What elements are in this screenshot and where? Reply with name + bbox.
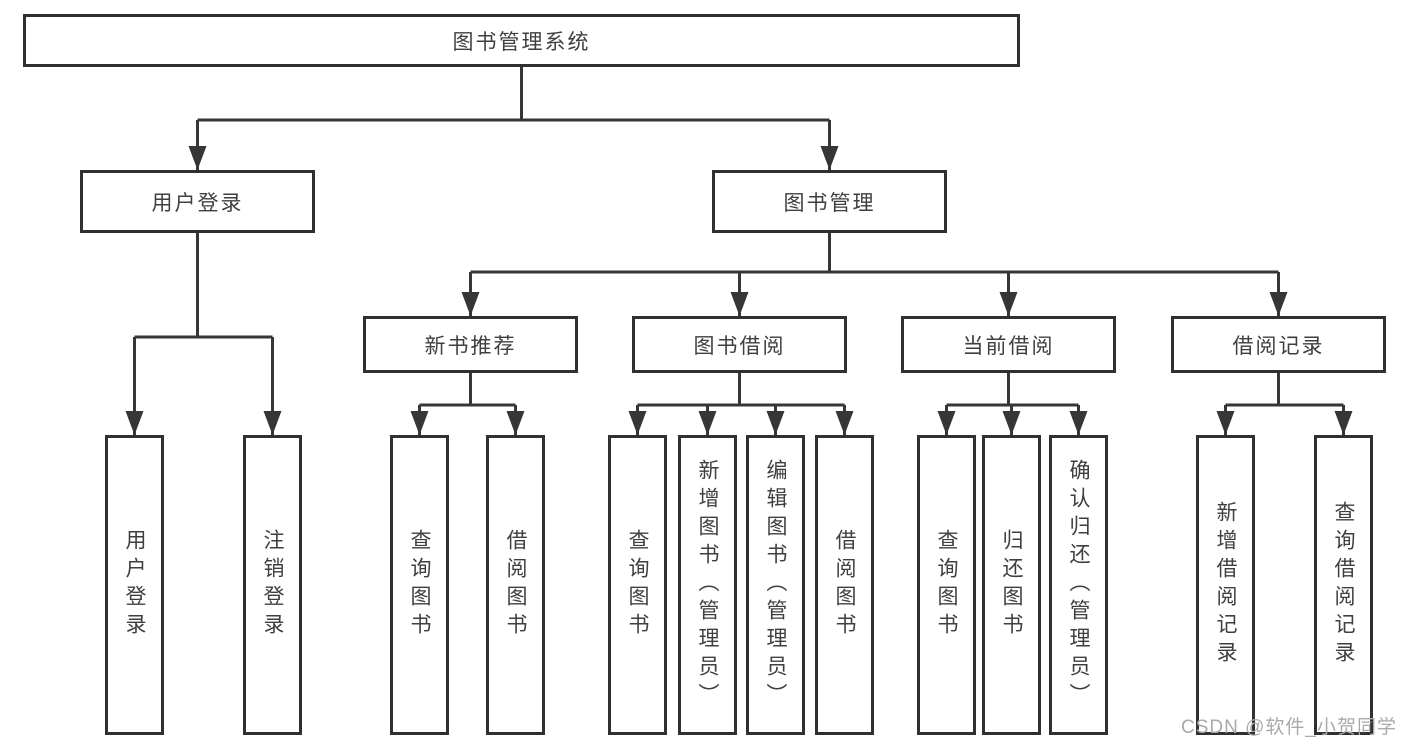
node-new-book-recommend: 新书推荐 bbox=[363, 316, 578, 373]
leaf-query-books-borrow: 查询图书 bbox=[608, 435, 667, 735]
node-book-borrow: 图书借阅 bbox=[632, 316, 847, 373]
node-book-management: 图书管理 bbox=[712, 170, 947, 233]
node-borrow-records: 借阅记录 bbox=[1171, 316, 1386, 373]
leaf-borrow-books: 借阅图书 bbox=[815, 435, 874, 735]
leaf-query-books-recommend: 查询图书 bbox=[390, 435, 449, 735]
leaf-user-login: 用户登录 bbox=[105, 435, 164, 735]
leaf-borrow-books-recommend: 借阅图书 bbox=[486, 435, 545, 735]
node-root-system: 图书管理系统 bbox=[23, 14, 1020, 67]
leaf-edit-book-admin: 编辑图书（管理员） bbox=[746, 435, 805, 735]
node-user-login-branch: 用户登录 bbox=[80, 170, 315, 233]
csdn-watermark: CSDN @软件_小贺同学 bbox=[1181, 717, 1397, 738]
leaf-return-books: 归还图书 bbox=[982, 435, 1041, 735]
leaf-confirm-return-admin: 确认归还（管理员） bbox=[1049, 435, 1108, 735]
leaf-query-borrow-record: 查询借阅记录 bbox=[1314, 435, 1373, 735]
leaf-add-book-admin: 新增图书（管理员） bbox=[678, 435, 737, 735]
node-current-borrow: 当前借阅 bbox=[901, 316, 1116, 373]
leaf-query-books-current: 查询图书 bbox=[917, 435, 976, 735]
leaf-add-borrow-record: 新增借阅记录 bbox=[1196, 435, 1255, 735]
leaf-logout: 注销登录 bbox=[243, 435, 302, 735]
